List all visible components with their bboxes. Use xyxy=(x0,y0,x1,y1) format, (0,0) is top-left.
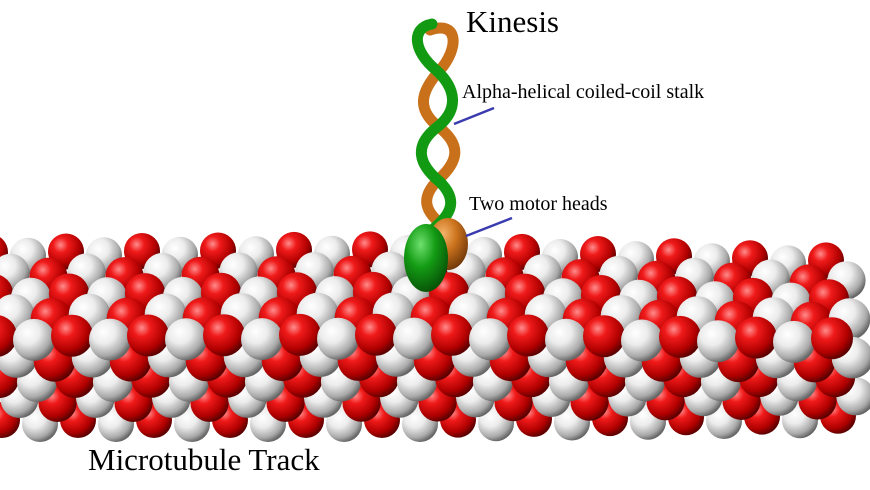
tubulin-red-sphere xyxy=(659,315,701,358)
tubulin-red-sphere xyxy=(0,315,17,357)
tubulin-white-sphere xyxy=(621,319,663,362)
green-motor-head xyxy=(404,224,448,292)
tubulin-white-sphere xyxy=(469,318,511,361)
heads-pointer-line xyxy=(465,216,513,238)
microtubule-track xyxy=(0,231,870,442)
stalk-label: Alpha-helical coiled-coil stalk xyxy=(462,81,705,103)
tubulin-white-sphere xyxy=(13,318,55,361)
stalk-pointer-line xyxy=(453,106,495,126)
kinesin-motor xyxy=(404,18,468,292)
motor-heads-label: Two motor heads xyxy=(469,193,608,215)
tubulin-red-sphere xyxy=(811,317,853,360)
tubulin-white-sphere xyxy=(89,318,131,361)
tubulin-white-sphere xyxy=(545,318,587,361)
tubulin-red-sphere xyxy=(507,314,549,357)
microtubule-track-label: Microtubule Track xyxy=(88,442,320,477)
tubulin-red-sphere xyxy=(279,313,321,356)
tubulin-red-sphere xyxy=(583,315,625,358)
tubulin-red-sphere xyxy=(355,313,397,356)
tubulin-white-sphere xyxy=(773,320,815,363)
tubulin-red-sphere xyxy=(735,316,777,359)
kinesis-title: Kinesis xyxy=(466,4,559,39)
tubulin-white-sphere xyxy=(165,318,207,361)
tubulin-red-sphere xyxy=(431,313,473,356)
tubulin-red-sphere xyxy=(203,314,245,357)
tubulin-white-sphere xyxy=(241,318,283,361)
tubulin-white-sphere xyxy=(697,320,739,363)
tubulin-white-sphere xyxy=(317,317,359,360)
green-helix-strand xyxy=(411,18,458,236)
tubulin-white-sphere xyxy=(393,317,435,360)
tubulin-red-sphere xyxy=(127,314,169,357)
tubulin-red-sphere xyxy=(51,314,93,357)
